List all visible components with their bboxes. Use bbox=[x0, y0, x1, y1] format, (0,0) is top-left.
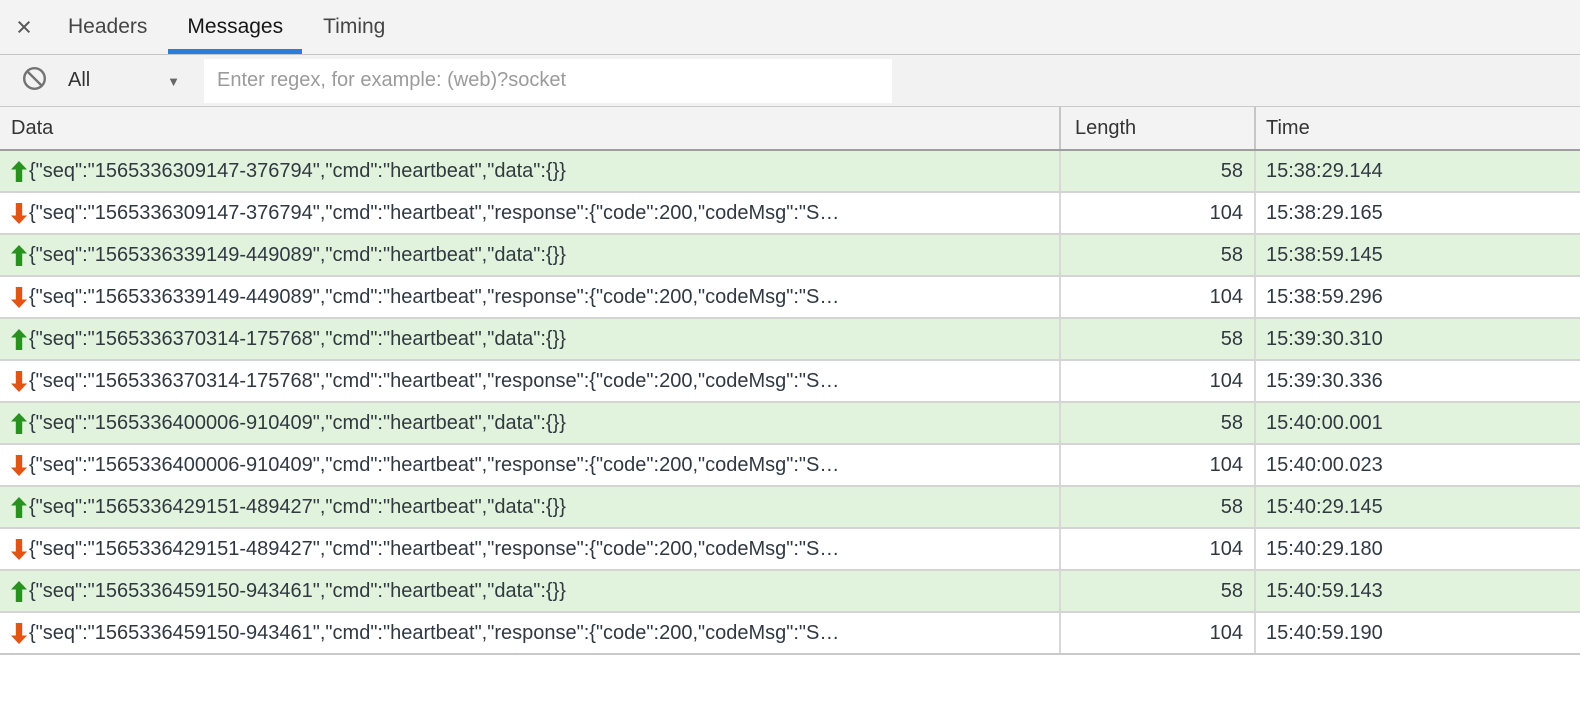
message-data-text: {"seq":"1565336309147-376794","cmd":"hea… bbox=[29, 159, 566, 182]
column-header-length[interactable]: Length bbox=[1059, 107, 1254, 149]
table-row[interactable]: {"seq":"1565336339149-449089","cmd":"hea… bbox=[0, 235, 1580, 277]
arrow-up-icon bbox=[11, 244, 27, 266]
arrow-down-icon bbox=[11, 454, 27, 476]
table-row[interactable]: {"seq":"1565336309147-376794","cmd":"hea… bbox=[0, 193, 1580, 235]
message-data-text: {"seq":"1565336400006-910409","cmd":"hea… bbox=[29, 453, 840, 476]
message-time-cell: 15:40:29.145 bbox=[1254, 487, 1580, 527]
message-data-text: {"seq":"1565336339149-449089","cmd":"hea… bbox=[29, 243, 566, 266]
tab-headers[interactable]: Headers bbox=[48, 0, 167, 54]
message-length-cell: 104 bbox=[1059, 277, 1254, 317]
message-data-cell: {"seq":"1565336370314-175768","cmd":"hea… bbox=[0, 361, 1059, 401]
table-row[interactable]: {"seq":"1565336459150-943461","cmd":"hea… bbox=[0, 613, 1580, 655]
network-detail-tabbar: × Headers Messages Timing bbox=[0, 0, 1580, 55]
arrow-up-icon bbox=[11, 160, 27, 182]
table-row[interactable]: {"seq":"1565336400006-910409","cmd":"hea… bbox=[0, 445, 1580, 487]
column-header-time[interactable]: Time bbox=[1254, 107, 1580, 149]
message-data-cell: {"seq":"1565336459150-943461","cmd":"hea… bbox=[0, 613, 1059, 653]
message-data-cell: {"seq":"1565336339149-449089","cmd":"hea… bbox=[0, 235, 1059, 275]
message-data-cell: {"seq":"1565336459150-943461","cmd":"hea… bbox=[0, 571, 1059, 611]
tab-timing-label: Timing bbox=[323, 15, 386, 38]
message-data-text: {"seq":"1565336370314-175768","cmd":"hea… bbox=[29, 327, 566, 350]
chevron-down-icon: ▼ bbox=[167, 74, 180, 89]
table-row[interactable]: {"seq":"1565336309147-376794","cmd":"hea… bbox=[0, 151, 1580, 193]
clear-all-button[interactable] bbox=[21, 66, 47, 96]
message-data-text: {"seq":"1565336339149-449089","cmd":"hea… bbox=[29, 285, 840, 308]
message-time-cell: 15:40:00.001 bbox=[1254, 403, 1580, 443]
table-row[interactable]: {"seq":"1565336370314-175768","cmd":"hea… bbox=[0, 319, 1580, 361]
message-data-cell: {"seq":"1565336400006-910409","cmd":"hea… bbox=[0, 445, 1059, 485]
tab-messages-label: Messages bbox=[187, 15, 284, 38]
column-header-data[interactable]: Data bbox=[11, 116, 54, 139]
message-data-text: {"seq":"1565336459150-943461","cmd":"hea… bbox=[29, 579, 566, 602]
message-length-cell: 104 bbox=[1059, 193, 1254, 233]
message-time-cell: 15:38:59.145 bbox=[1254, 235, 1580, 275]
table-row[interactable]: {"seq":"1565336429151-489427","cmd":"hea… bbox=[0, 487, 1580, 529]
message-data-cell: {"seq":"1565336339149-449089","cmd":"hea… bbox=[0, 277, 1059, 317]
arrow-down-icon bbox=[11, 370, 27, 392]
messages-table-header: Data Length Time bbox=[0, 107, 1580, 151]
message-type-dropdown[interactable]: All ▼ bbox=[68, 69, 180, 92]
message-length-cell: 58 bbox=[1059, 571, 1254, 611]
message-time-cell: 15:39:30.310 bbox=[1254, 319, 1580, 359]
message-length-cell: 104 bbox=[1059, 361, 1254, 401]
message-data-text: {"seq":"1565336429151-489427","cmd":"hea… bbox=[29, 537, 840, 560]
message-length-cell: 58 bbox=[1059, 319, 1254, 359]
message-data-text: {"seq":"1565336309147-376794","cmd":"hea… bbox=[29, 201, 840, 224]
arrow-up-icon bbox=[11, 496, 27, 518]
message-data-text: {"seq":"1565336400006-910409","cmd":"hea… bbox=[29, 411, 566, 434]
message-data-cell: {"seq":"1565336400006-910409","cmd":"hea… bbox=[0, 403, 1059, 443]
tab-messages[interactable]: Messages bbox=[167, 0, 303, 54]
table-row[interactable]: {"seq":"1565336400006-910409","cmd":"hea… bbox=[0, 403, 1580, 445]
block-icon bbox=[22, 66, 47, 96]
message-length-cell: 58 bbox=[1059, 235, 1254, 275]
message-data-cell: {"seq":"1565336429151-489427","cmd":"hea… bbox=[0, 487, 1059, 527]
message-time-cell: 15:38:29.144 bbox=[1254, 151, 1580, 191]
arrow-down-icon bbox=[11, 622, 27, 644]
message-time-cell: 15:39:30.336 bbox=[1254, 361, 1580, 401]
message-data-text: {"seq":"1565336370314-175768","cmd":"hea… bbox=[29, 369, 840, 392]
arrow-down-icon bbox=[11, 286, 27, 308]
table-row[interactable]: {"seq":"1565336370314-175768","cmd":"hea… bbox=[0, 361, 1580, 403]
message-data-cell: {"seq":"1565336309147-376794","cmd":"hea… bbox=[0, 151, 1059, 191]
message-time-cell: 15:38:59.296 bbox=[1254, 277, 1580, 317]
message-length-cell: 58 bbox=[1059, 151, 1254, 191]
arrow-up-icon bbox=[11, 580, 27, 602]
close-icon[interactable]: × bbox=[16, 11, 32, 42]
message-length-cell: 58 bbox=[1059, 487, 1254, 527]
message-time-cell: 15:40:00.023 bbox=[1254, 445, 1580, 485]
table-row[interactable]: {"seq":"1565336429151-489427","cmd":"hea… bbox=[0, 529, 1580, 571]
message-length-cell: 58 bbox=[1059, 403, 1254, 443]
message-type-value: All bbox=[68, 69, 91, 91]
arrow-up-icon bbox=[11, 328, 27, 350]
tab-timing[interactable]: Timing bbox=[303, 0, 405, 54]
arrow-down-icon bbox=[11, 538, 27, 560]
regex-filter-input[interactable] bbox=[204, 58, 892, 103]
message-length-cell: 104 bbox=[1059, 613, 1254, 653]
message-data-cell: {"seq":"1565336309147-376794","cmd":"hea… bbox=[0, 193, 1059, 233]
message-time-cell: 15:38:29.165 bbox=[1254, 193, 1580, 233]
message-data-text: {"seq":"1565336429151-489427","cmd":"hea… bbox=[29, 495, 566, 518]
arrow-down-icon bbox=[11, 202, 27, 224]
message-time-cell: 15:40:59.190 bbox=[1254, 613, 1580, 653]
table-row[interactable]: {"seq":"1565336459150-943461","cmd":"hea… bbox=[0, 571, 1580, 613]
messages-table-body: {"seq":"1565336309147-376794","cmd":"hea… bbox=[0, 151, 1580, 655]
message-time-cell: 15:40:29.180 bbox=[1254, 529, 1580, 569]
table-row[interactable]: {"seq":"1565336339149-449089","cmd":"hea… bbox=[0, 277, 1580, 319]
message-data-text: {"seq":"1565336459150-943461","cmd":"hea… bbox=[29, 621, 840, 644]
arrow-up-icon bbox=[11, 412, 27, 434]
messages-filter-toolbar: All ▼ bbox=[0, 55, 1580, 107]
message-length-cell: 104 bbox=[1059, 529, 1254, 569]
message-time-cell: 15:40:59.143 bbox=[1254, 571, 1580, 611]
message-data-cell: {"seq":"1565336370314-175768","cmd":"hea… bbox=[0, 319, 1059, 359]
message-length-cell: 104 bbox=[1059, 445, 1254, 485]
message-data-cell: {"seq":"1565336429151-489427","cmd":"hea… bbox=[0, 529, 1059, 569]
tab-headers-label: Headers bbox=[68, 15, 148, 38]
